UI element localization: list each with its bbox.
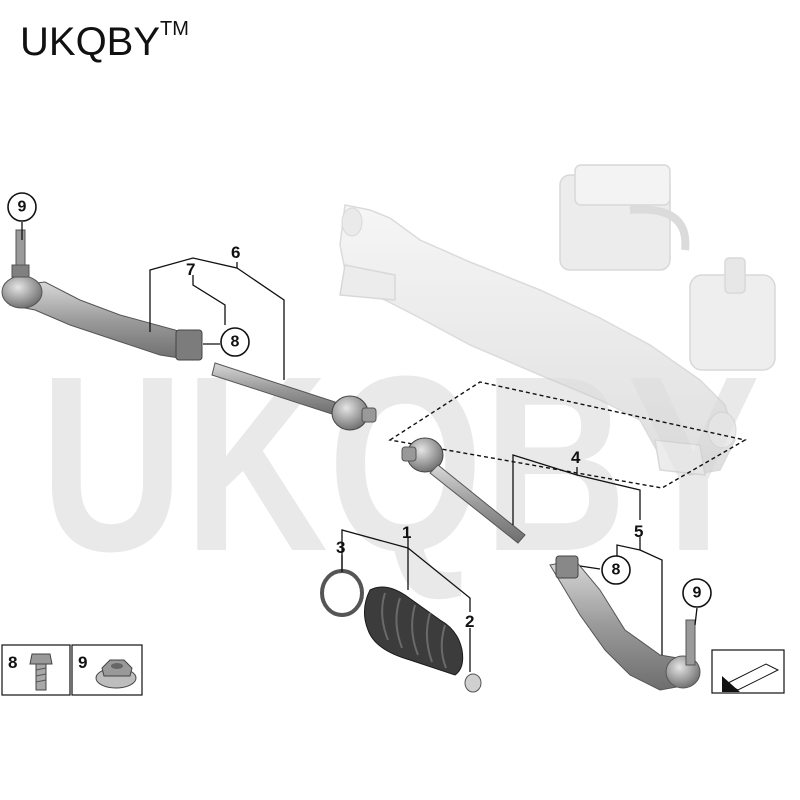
trademark-mark: TM <box>160 17 189 40</box>
brand-name: UKQBY <box>20 20 161 64</box>
legend-nut-box: 9 <box>71 644 143 696</box>
callout-1: 1 <box>402 523 411 542</box>
right-inner-tie-rod <box>401 437 526 544</box>
legend-nut-label: 9 <box>78 653 87 672</box>
callout-7: 7 <box>186 260 195 279</box>
circled-callout-9-left: 9 <box>7 192 37 222</box>
dashed-group-outline <box>388 381 747 489</box>
rubber-boot <box>364 586 482 693</box>
leader-lines <box>21 222 698 672</box>
circled-callout-8-left: 8 <box>220 327 250 357</box>
callout-6: 6 <box>231 243 240 262</box>
callout-numbers: 6 7 4 5 1 3 2 <box>186 243 643 631</box>
callout-3: 3 <box>336 538 345 557</box>
callout-2: 2 <box>465 612 474 631</box>
callout-9-right-text: 9 <box>693 585 702 602</box>
circled-callout-8-right: 8 <box>601 555 631 585</box>
callout-4: 4 <box>571 448 581 467</box>
bolt-icon <box>29 653 53 691</box>
legend-bolt-box: 8 <box>1 644 71 696</box>
callout-8-left-text: 8 <box>231 334 240 351</box>
steering-rack-illustration <box>339 164 776 476</box>
left-inner-tie-rod <box>211 362 377 431</box>
left-tie-rod-end <box>1 229 203 361</box>
legend-bolt-label: 8 <box>8 653 17 672</box>
callout-5: 5 <box>634 522 643 541</box>
right-tie-rod-end <box>549 555 701 691</box>
callout-9-left-text: 9 <box>18 199 27 216</box>
circled-callout-9-right: 9 <box>682 578 712 608</box>
flange-nut-icon <box>95 659 137 689</box>
callout-8-right-text: 8 <box>612 562 621 579</box>
direction-arrow-box <box>711 649 785 694</box>
brand-logo: UKQBYTM <box>20 17 189 65</box>
